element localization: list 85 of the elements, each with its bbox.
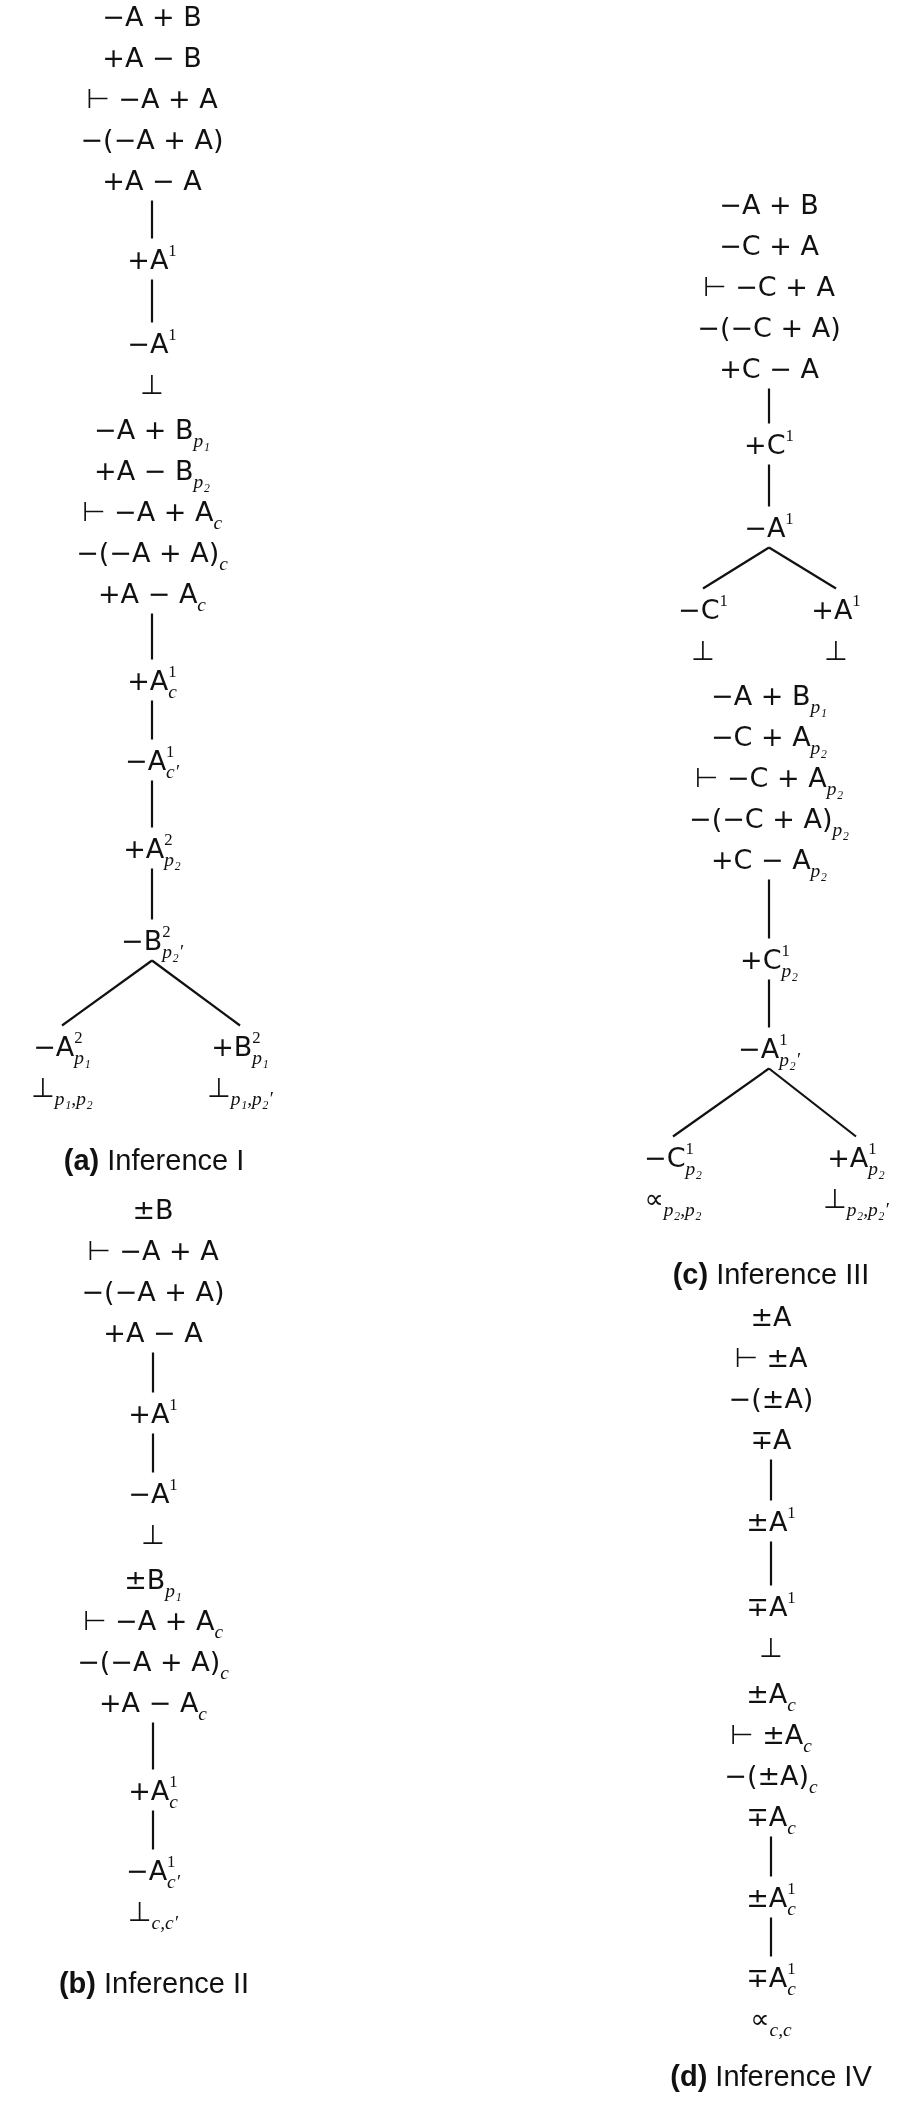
tree-branch-line (769, 1917, 773, 1957)
formula-text: ⊢ ±A$_{c}$ (730, 1717, 812, 1755)
formula-text: −A$^{1}$ (128, 1473, 178, 1511)
formula-text: ±A$^{1}$ (746, 1501, 796, 1539)
tree-branch-line (769, 1459, 773, 1501)
formula-text: −(±A) (728, 1381, 814, 1416)
tree-branch-line (769, 1541, 773, 1586)
formula-text: ∓A$_{c}$ (746, 1799, 796, 1837)
formula-text: −A + B (102, 0, 202, 34)
formula-text: +A$^{1}$ (128, 1393, 178, 1431)
tree-branch-line (150, 868, 154, 920)
tree-branch-line (767, 464, 771, 507)
formula-text: ⊥ (141, 1517, 165, 1552)
tree-branch-line (150, 613, 154, 660)
formula-text: −A + B$_{p₁}$ (711, 678, 827, 716)
formula-text: +C$^{1}$ (744, 424, 794, 462)
formula-text: −(−A + A) (81, 1274, 225, 1309)
formula-text: ⊥ (824, 633, 848, 668)
tree-branch-line (672, 1067, 770, 1138)
tree-branch-line (151, 1352, 155, 1393)
tree-branch-line (768, 1067, 857, 1138)
formula-text: −(±A)$_{c}$ (724, 1758, 818, 1796)
formula-text: ⊥$_{p₁,p₂′}$ (207, 1070, 273, 1108)
tree-branch-line (151, 959, 241, 1027)
formula-text: +C − A$_{p₂}$ (710, 842, 828, 880)
formula-text: ∝$_{c,c}$ (750, 2001, 792, 2039)
subfigure-caption: (a) Inference I (63, 1143, 245, 1177)
formula-text: −(−A + A)$_{c}$ (76, 535, 228, 573)
formula-text: −(−A + A) (80, 122, 224, 157)
formula-text: ⊢ −A + A (87, 1233, 219, 1268)
formula-text: ⊥ (140, 367, 164, 402)
subfigure-caption: (b) Inference II (58, 1966, 250, 2000)
formula-text: −(−C + A) (697, 310, 841, 345)
tree-branch-line (767, 388, 771, 424)
formula-text: +A − A (102, 163, 202, 198)
formula-text: +A − A$_{c}$ (98, 576, 206, 614)
subfigure-caption: (d) Inference IV (670, 2059, 872, 2093)
formula-text: ±B$_{p₁}$ (124, 1562, 182, 1600)
formula-text: −C + A$_{p₂}$ (710, 719, 828, 757)
tree-branch-line (61, 959, 153, 1027)
formula-text: ⊥$_{p₂,p₂′}$ (823, 1181, 889, 1219)
formula-text: ±A (750, 1299, 792, 1334)
formula-text: ±B (132, 1192, 174, 1227)
formula-text: ∝$_{p₂,p₂}$ (644, 1181, 702, 1219)
formula-text: ⊢ −C + A$_{p₂}$ (694, 760, 844, 798)
tree-branch-line (151, 1722, 155, 1770)
formula-text: ⊥ (759, 1630, 783, 1665)
formula-text: −A$^{1}$ (744, 507, 794, 545)
formula-text: ⊢ −A + A$_{c}$ (81, 494, 223, 532)
tree-branch-line (150, 700, 154, 740)
formula-text: +C − A (719, 351, 819, 386)
tree-branch-line (151, 1810, 155, 1850)
formula-text: ±A$_{c}$ (746, 1676, 796, 1714)
formula-text: −C + A (719, 228, 819, 263)
formula-text: ⊢ −C + A (703, 269, 835, 304)
formula-text: ⊢ −A + A (86, 81, 218, 116)
formula-text: +A$^{1}$ (811, 589, 861, 627)
formula-text: −(−A + A)$_{c}$ (77, 1644, 229, 1682)
formula-text: −C$^{1}$ (678, 589, 728, 627)
subfigure-caption: (c) Inference III (672, 1257, 870, 1291)
tree-branch-line (150, 780, 154, 828)
formula-text: +A − B (102, 40, 202, 75)
formula-text: +A − A$_{c}$ (99, 1685, 207, 1723)
formula-text: −(−C + A)$_{p₂}$ (689, 801, 849, 839)
formula-text: ⊥$_{c,c′}$ (128, 1894, 178, 1932)
tree-branch-line (767, 979, 771, 1028)
tree-branch-line (150, 200, 154, 239)
tree-branch-line (769, 1836, 773, 1877)
formula-text: ⊥$_{p₁,p₂}$ (31, 1070, 93, 1108)
tree-branch-line (767, 879, 771, 939)
formula-text: +A$^{1}$ (127, 239, 177, 277)
formula-text: ⊥ (691, 633, 715, 668)
tree-branch-line (150, 279, 154, 323)
formula-text: +A − A (103, 1315, 203, 1350)
tree-branch-line (151, 1433, 155, 1473)
formula-text: +A − B$_{p₂}$ (94, 453, 210, 491)
formula-text: ∓A$^{1}$ (746, 1586, 796, 1624)
formula-text: −A + B$_{p₁}$ (94, 412, 210, 450)
tree-branch-line (768, 546, 837, 590)
formula-text: −A + B (719, 187, 819, 222)
formula-text: ⊢ −A + A$_{c}$ (82, 1603, 224, 1641)
tree-branch-line (702, 546, 770, 590)
formula-text: ⊢ ±A (734, 1340, 808, 1375)
formula-text: ∓A (750, 1422, 792, 1457)
formula-text: −A$^{1}$ (127, 323, 177, 361)
